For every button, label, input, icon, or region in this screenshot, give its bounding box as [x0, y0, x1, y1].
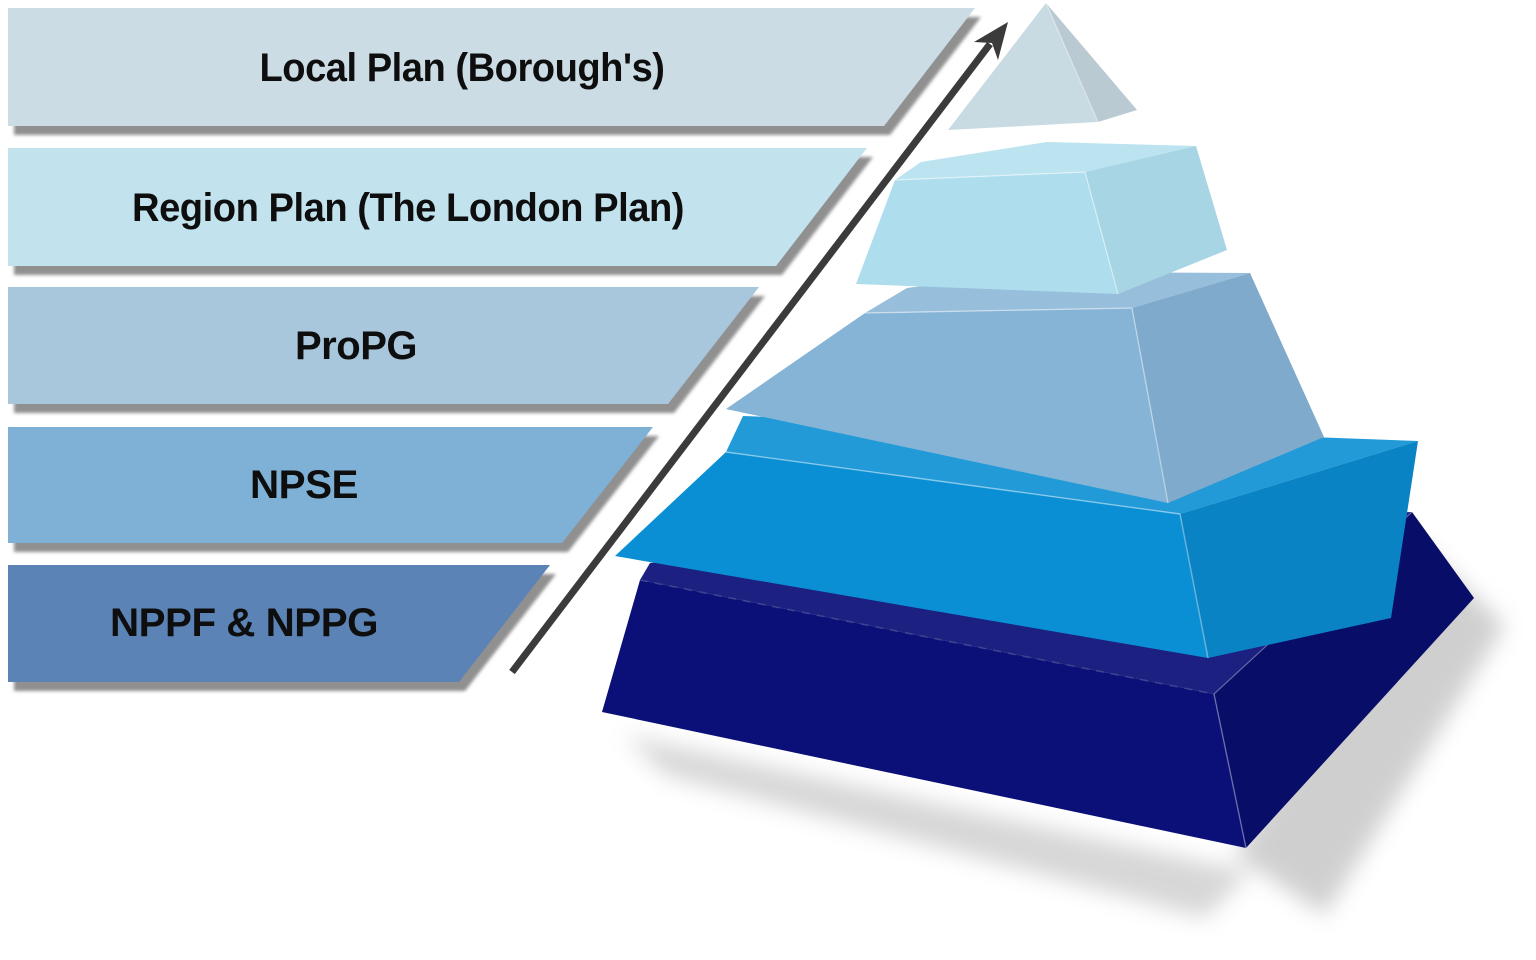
growth-arrow-shaft — [509, 41, 993, 675]
pyramid-level-4-top-edge — [725, 451, 1181, 515]
pyramid-level-2-top-tint — [895, 142, 1196, 180]
pyramid-level-2-top-face — [895, 142, 1196, 180]
pyramid-level-4-ridge — [1179, 513, 1209, 659]
level-bar-label-local-plan: Local Plan (Borough's) — [260, 46, 665, 90]
pyramid-level-4-right-face — [1180, 441, 1418, 658]
pyramid-level-2-top-edge — [894, 171, 1086, 181]
level-bar-label-propg: ProPG — [295, 324, 417, 368]
pyramid-level-3-right-shade — [1132, 273, 1324, 503]
pyramid-level-1 — [948, 2, 1137, 130]
pyramid-level-1-right-face — [1046, 3, 1137, 122]
pyramid-level-5-dashed-edge — [639, 579, 1215, 695]
pyramid-level-2-right-shade — [1085, 146, 1227, 294]
growth-arrow — [509, 22, 1008, 675]
level-bar-label-region-plan: Region Plan (The London Plan) — [132, 186, 684, 230]
level-bars — [8, 8, 975, 682]
level-bar-propg — [8, 287, 759, 404]
pyramid-level-3 — [726, 272, 1324, 504]
pyramid-level-3-front-face — [726, 308, 1168, 503]
pyramid-level-5-right-shade — [1214, 512, 1474, 848]
pyramid-level-4-front-face — [615, 452, 1208, 658]
pyramid-level-1-ridge — [1045, 2, 1099, 123]
pyramid-level-2-front-face — [856, 172, 1118, 294]
level-bar-nppf — [8, 565, 550, 682]
pyramid-level-5-right-face — [1214, 512, 1474, 848]
pyramid-level-3-ridge — [1131, 307, 1169, 504]
pyramid-level-1-right-shade — [1046, 3, 1137, 122]
pyramid-level-1-front-face — [948, 3, 1098, 130]
level-bar-labels: Local Plan (Borough's) Region Plan (The … — [110, 46, 685, 645]
growth-arrow-head-icon — [974, 22, 1008, 60]
pyramid-level-2-ridge — [1084, 171, 1119, 295]
pyramid-level-5-ridge — [1213, 693, 1247, 849]
pyramid-level-3-right-face — [1132, 273, 1324, 503]
level-bar-npse — [8, 427, 653, 543]
pyramid-level-5-front-face — [602, 580, 1246, 848]
pyramid-level-3-top-edge — [864, 307, 1133, 314]
level-bar-region-plan — [8, 148, 867, 266]
level-bar-label-npse: NPSE — [250, 463, 358, 507]
level-bar-label-nppf: NPPF & NPPG — [110, 601, 378, 645]
pyramid-level-2 — [856, 142, 1227, 295]
pyramid-shadow-bottom — [625, 735, 1250, 918]
pyramid-level-2-right-face — [1085, 146, 1227, 294]
level-bar-local-plan — [8, 8, 975, 126]
pyramid-level-4-right-shade — [1180, 441, 1418, 658]
